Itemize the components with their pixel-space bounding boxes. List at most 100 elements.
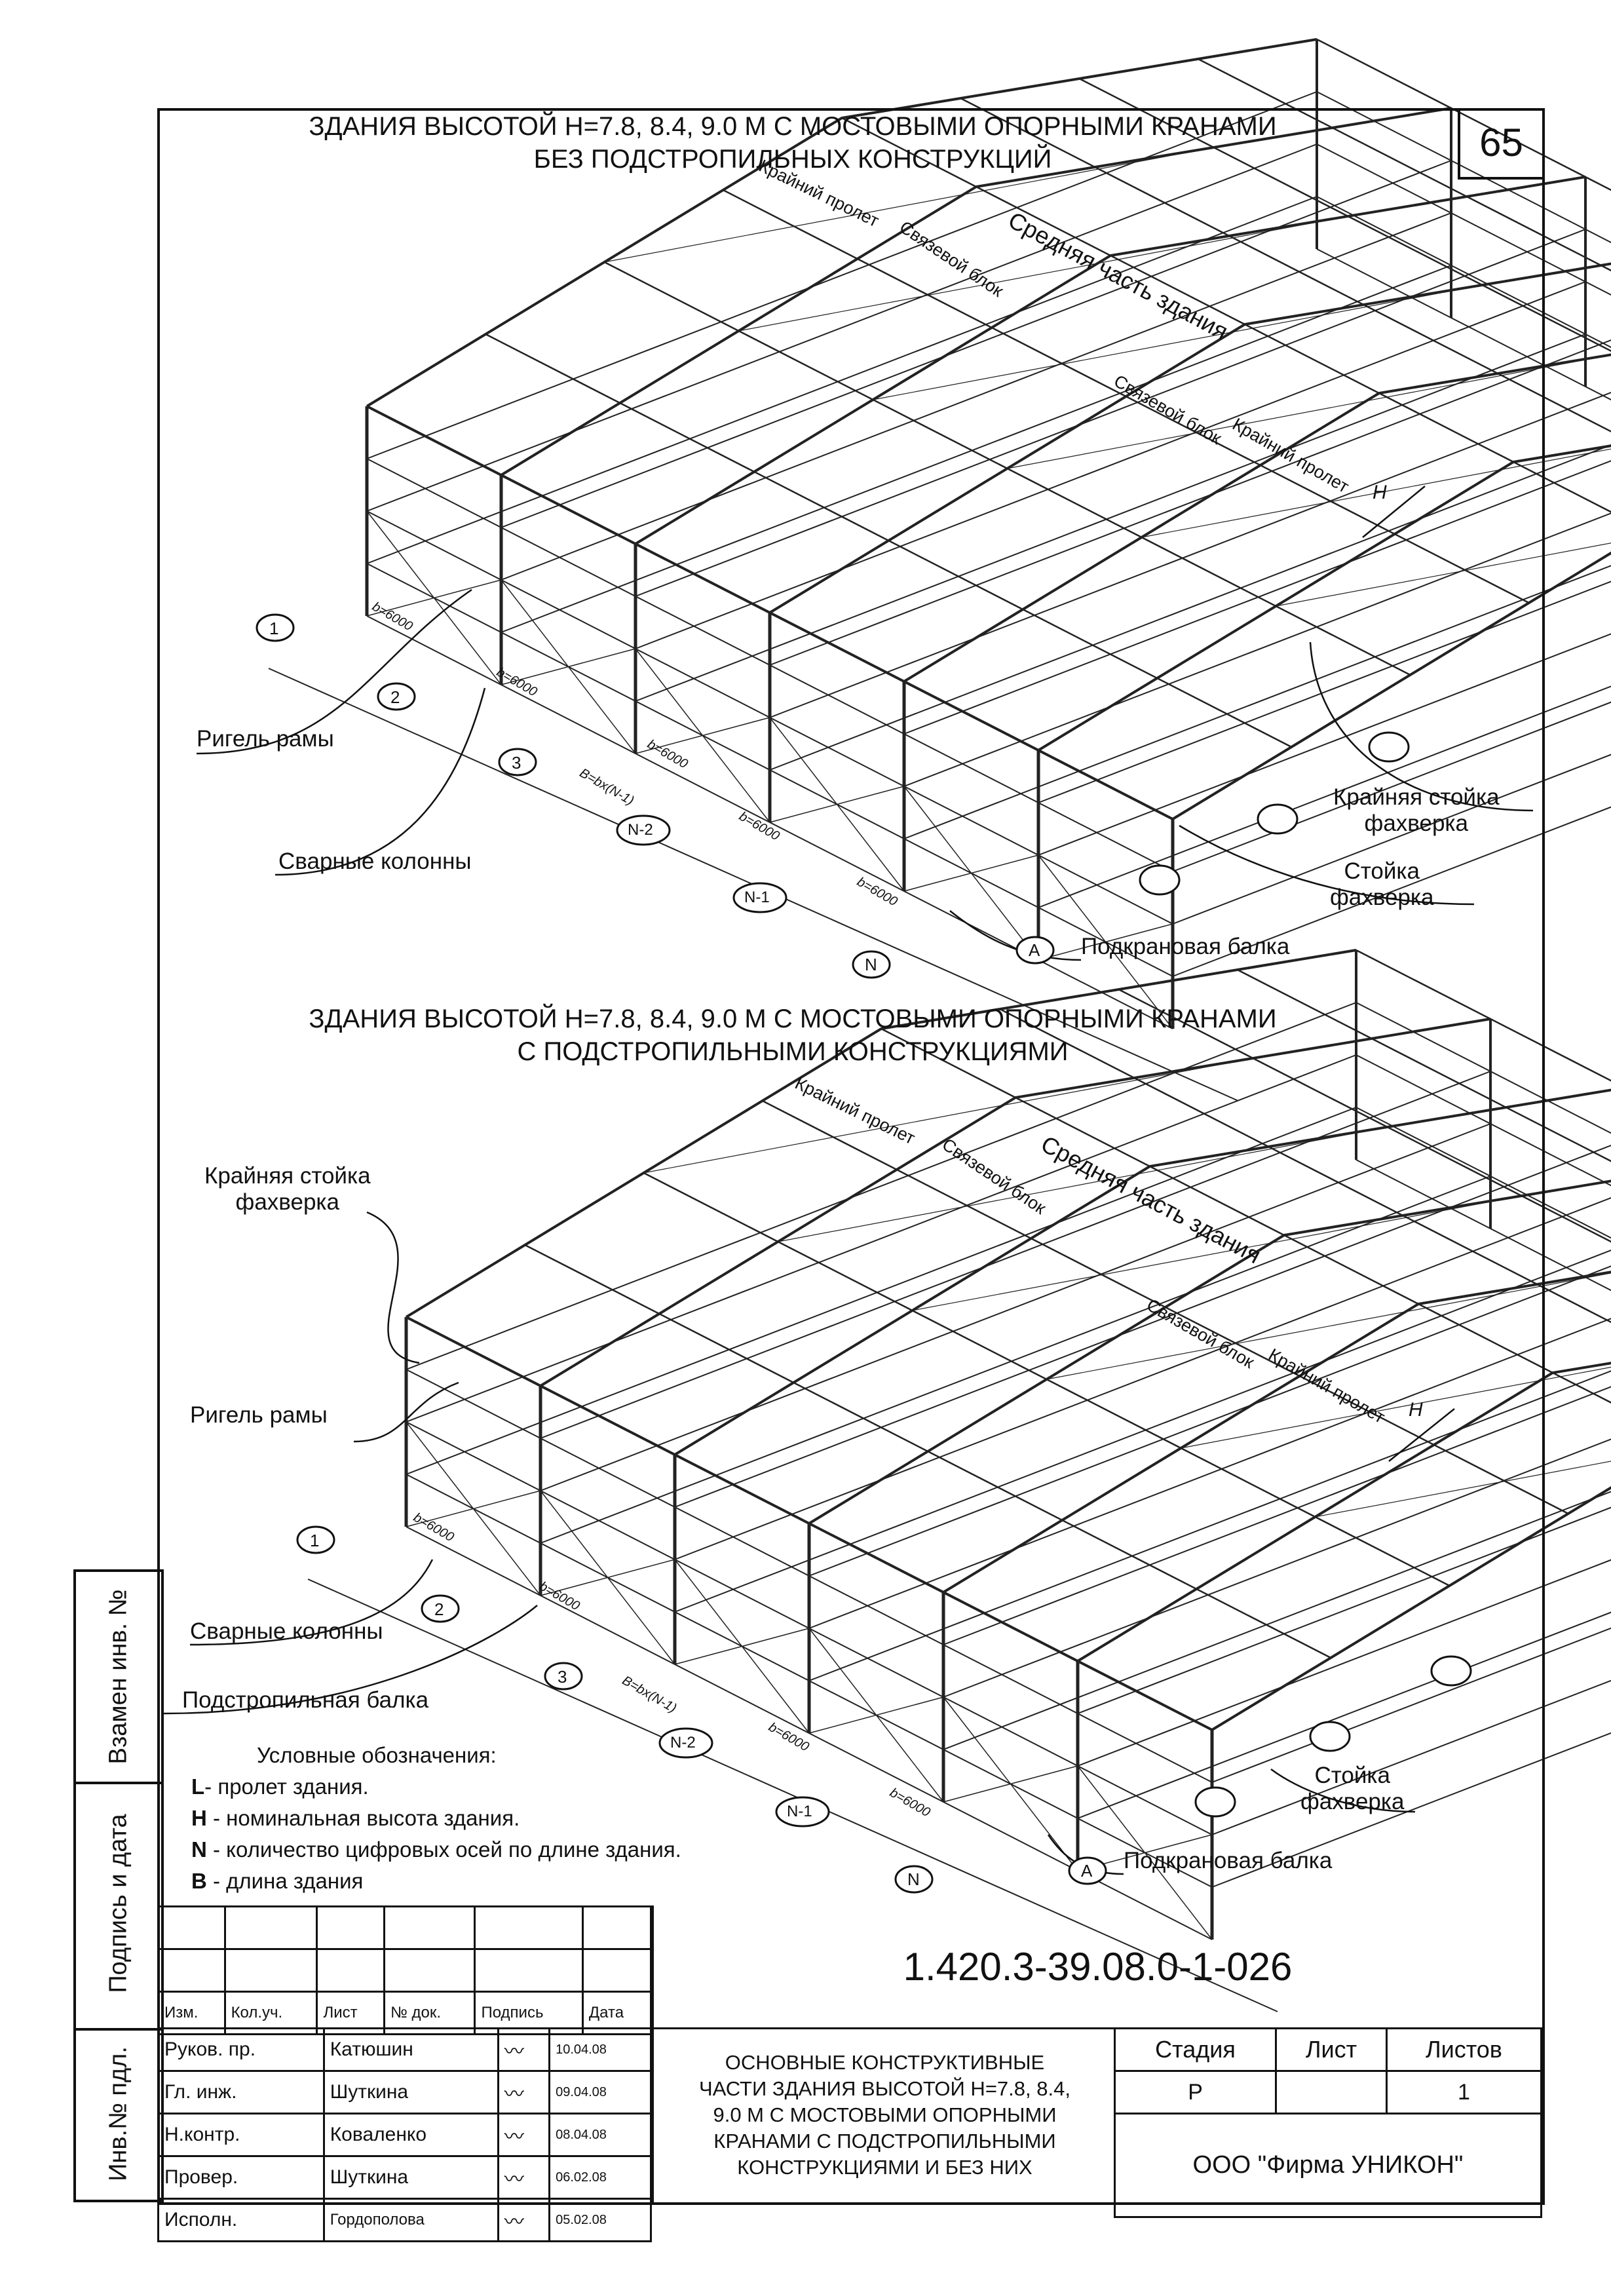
sig-date: 05.02.08 bbox=[548, 2198, 652, 2242]
top-axis-n1: N-1 bbox=[744, 889, 770, 906]
bot-label-stoika: Стойка фахверка bbox=[1300, 1763, 1404, 1815]
building-with-trusses-drawing bbox=[307, 949, 1611, 2012]
stage-label: Стадия bbox=[1113, 2027, 1278, 2072]
side-vzamen: Взамен инв. № bbox=[104, 1589, 132, 1765]
desc-line: ЧАСТИ ЗДАНИЯ ВЫСОТОЙ Н=7.8, 8.4, bbox=[699, 2076, 1071, 2100]
building-without-trusses-drawing bbox=[268, 38, 1611, 1101]
legend: Условные обозначения: L- пролет здания. … bbox=[191, 1740, 681, 1897]
top-axis-n: N bbox=[865, 955, 877, 974]
legend-symbol: H bbox=[191, 1806, 207, 1830]
legend-text: - длина здания bbox=[206, 1869, 364, 1893]
top-axis-n2: N-2 bbox=[628, 821, 653, 839]
sig-name: Гордополова bbox=[322, 2198, 499, 2242]
bot-axis-3: 3 bbox=[558, 1667, 567, 1687]
sheets-value: 1 bbox=[1385, 2070, 1543, 2114]
bot-label-h: H bbox=[1409, 1399, 1423, 1421]
legend-symbol: L bbox=[191, 1774, 205, 1799]
title-block: Изм. Кол.уч. Лист № док. Подпись Дата Ру… bbox=[157, 1905, 1543, 2242]
sheet-value bbox=[1275, 2070, 1388, 2114]
top-label-svarnye: Сварные колонны bbox=[278, 849, 472, 874]
bot-kr-stoika-line-1: Крайняя стойка bbox=[204, 1163, 371, 1189]
legend-text: - номинальная высота здания. bbox=[206, 1806, 520, 1830]
leader-lines bbox=[163, 486, 1534, 1875]
table-row: Н.контр.Коваленко〰08.04.08 bbox=[157, 2113, 652, 2157]
signature: 〰 bbox=[497, 2113, 551, 2157]
top-axis-2: 2 bbox=[390, 687, 400, 707]
legend-item: N - количество цифровых осей по длине зд… bbox=[191, 1834, 681, 1866]
desc-line: КОНСТРУКЦИЯМИ И БЕЗ НИХ bbox=[737, 2155, 1033, 2179]
top-kr-stoika-line-2: фахверка bbox=[1364, 811, 1468, 836]
top-label-rigel: Ригель рамы bbox=[197, 726, 334, 752]
side-podpis-box: Подпись и дата bbox=[73, 1779, 164, 2031]
sheet-label: Лист bbox=[1275, 2027, 1388, 2072]
desc-line: 9.0 М С МОСТОВЫМИ ОПОРНЫМИ bbox=[713, 2103, 1057, 2126]
bot-axis-n2: N-2 bbox=[670, 1734, 696, 1751]
bot-axis-a: A bbox=[1081, 1861, 1093, 1881]
table-row: Руков. пр.Катюшин〰10.04.08 bbox=[157, 2027, 652, 2072]
side-inv-box: Инв.№ пдл. bbox=[73, 2028, 164, 2202]
desc-line: КРАНАМИ С ПОДСТРОПИЛЬНЫМИ bbox=[713, 2129, 1056, 2152]
sheets-label: Листов bbox=[1385, 2027, 1543, 2072]
signature: 〰 bbox=[497, 2070, 551, 2114]
bot-label-kr-stoika: Крайняя стойка фахверка bbox=[204, 1163, 371, 1215]
signature: 〰 bbox=[497, 2027, 551, 2072]
top-axis-1: 1 bbox=[269, 619, 279, 638]
legend-symbol: B bbox=[191, 1869, 207, 1893]
changes-table: Изм. Кол.уч. Лист № док. Подпись Дата bbox=[157, 1905, 653, 2035]
top-stoika-line-2: фахверка bbox=[1330, 885, 1434, 910]
bot-label-podstropilnaya: Подстропильная балка bbox=[182, 1687, 429, 1713]
legend-heading: Условные обозначения: bbox=[257, 1743, 497, 1767]
desc-line: ОСНОВНЫЕ КОНСТРУКТИВНЫЕ bbox=[725, 2050, 1045, 2074]
side-vzamen-box: Взамен инв. № bbox=[73, 1569, 164, 1784]
stage-value: Р bbox=[1113, 2070, 1278, 2114]
sig-name: Коваленко bbox=[322, 2113, 499, 2157]
mid-title-line-1: ЗДАНИЯ ВЫСОТОЙ Н=7.8, 8.4, 9.0 М С МОСТО… bbox=[309, 1004, 1277, 1033]
bot-axis-2: 2 bbox=[434, 1599, 444, 1619]
sig-date: 09.04.08 bbox=[548, 2070, 652, 2114]
side-inv: Инв.№ пдл. bbox=[104, 2046, 132, 2181]
legend-item: L- пролет здания. bbox=[191, 1771, 681, 1803]
legend-symbol: N bbox=[191, 1837, 207, 1862]
top-title-line-1: ЗДАНИЯ ВЫСОТОЙ Н=7.8, 8.4, 9.0 М С МОСТО… bbox=[309, 112, 1277, 141]
sig-name: Катюшин bbox=[322, 2027, 499, 2072]
sig-role: Исполн. bbox=[157, 2198, 325, 2242]
top-label-kr-stoika: Крайняя стойка фахверка bbox=[1333, 784, 1500, 837]
signatures-table: Руков. пр.Катюшин〰10.04.08 Гл. инж.Шутки… bbox=[157, 2027, 652, 2242]
axis-bubbles bbox=[256, 613, 1472, 1894]
signature: 〰 bbox=[497, 2155, 551, 2200]
bot-axis-n1: N-1 bbox=[787, 1803, 812, 1820]
doc-code: 1.420.3-39.08.0-1-026 bbox=[652, 1905, 1542, 2029]
bot-stoika-line-2: фахверка bbox=[1300, 1789, 1405, 1814]
bot-label-podkranovaya: Подкрановая балка bbox=[1124, 1848, 1333, 1873]
sig-date: 08.04.08 bbox=[548, 2113, 652, 2157]
bot-label-svarnye: Сварные колонны bbox=[190, 1618, 383, 1644]
sheet-number: 65 bbox=[1458, 108, 1542, 180]
sig-name: Шуткина bbox=[322, 2070, 499, 2114]
table-row: Исполн.Гордополова〰05.02.08 bbox=[157, 2198, 652, 2242]
drawing-frame bbox=[157, 108, 1545, 2205]
top-label-stoika: Стойка фахверка bbox=[1330, 858, 1433, 911]
bot-label-rigel: Ригель рамы bbox=[190, 1402, 328, 1428]
bot-axis-1: 1 bbox=[310, 1531, 320, 1550]
mid-title-line-2: С ПОДСТРОПИЛЬНЫМИ КОНСТРУКЦИЯМИ bbox=[517, 1037, 1069, 1066]
bot-stoika-line-1: Стойка bbox=[1314, 1763, 1390, 1788]
signature: 〰 bbox=[497, 2198, 551, 2242]
sig-role: Гл. инж. bbox=[157, 2070, 325, 2114]
legend-item: H - номинальная высота здания. bbox=[191, 1803, 681, 1834]
legend-text: - количество цифровых осей по длине здан… bbox=[206, 1837, 681, 1862]
sig-role: Руков. пр. bbox=[157, 2027, 325, 2072]
company: ООО "Фирма УНИКОН" bbox=[1114, 2113, 1542, 2218]
sig-role: Н.контр. bbox=[157, 2113, 325, 2157]
stage-table: Стадия Лист Листов Р 1 ООО "Фирма УНИКОН… bbox=[1113, 2027, 1543, 2218]
sig-name: Шуткина bbox=[322, 2155, 499, 2200]
side-podpis: Подпись и дата bbox=[104, 1814, 132, 1993]
sig-role: Провер. bbox=[157, 2155, 325, 2200]
sig-date: 10.04.08 bbox=[548, 2027, 652, 2072]
table-row: Гл. инж.Шуткина〰09.04.08 bbox=[157, 2070, 652, 2114]
sig-date: 06.02.08 bbox=[548, 2155, 652, 2200]
top-stoika-line-1: Стойка bbox=[1344, 858, 1420, 884]
top-axis-3: 3 bbox=[512, 753, 521, 773]
top-kr-stoika-line-1: Крайняя стойка bbox=[1333, 784, 1500, 810]
legend-text: - пролет здания. bbox=[204, 1774, 369, 1799]
